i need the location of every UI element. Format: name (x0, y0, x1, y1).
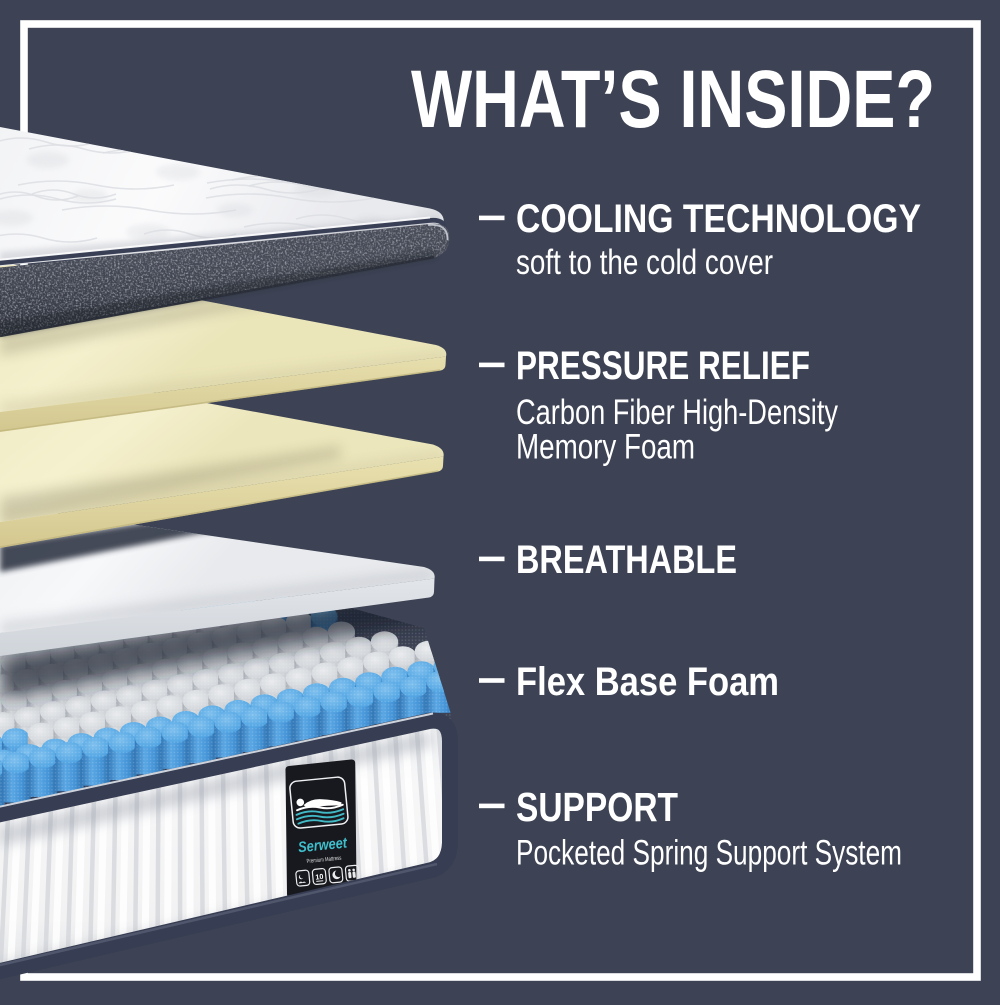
svg-text:10: 10 (315, 872, 324, 882)
svg-text:SUPPORT: SUPPORT (516, 784, 678, 830)
svg-text:COOLING TECHNOLOGY: COOLING TECHNOLOGY (516, 197, 921, 241)
svg-text:Carbon Fiber High-Density: Carbon Fiber High-Density (516, 393, 838, 432)
svg-text:BREATHABLE: BREATHABLE (516, 538, 737, 582)
svg-text:Pocketed Spring Support System: Pocketed Spring Support System (516, 834, 902, 873)
svg-text:Memory Foam: Memory Foam (516, 428, 695, 467)
svg-text:WHAT’S INSIDE?: WHAT’S INSIDE? (411, 54, 935, 145)
svg-text:Serweet: Serweet (297, 834, 348, 856)
svg-text:soft to the cold cover: soft to the cold cover (516, 243, 773, 282)
svg-text:Premium Mattress: Premium Mattress (306, 856, 341, 865)
svg-text:PRESSURE RELIEF: PRESSURE RELIEF (516, 344, 810, 388)
svg-text:Flex Base Foam: Flex Base Foam (516, 660, 779, 704)
